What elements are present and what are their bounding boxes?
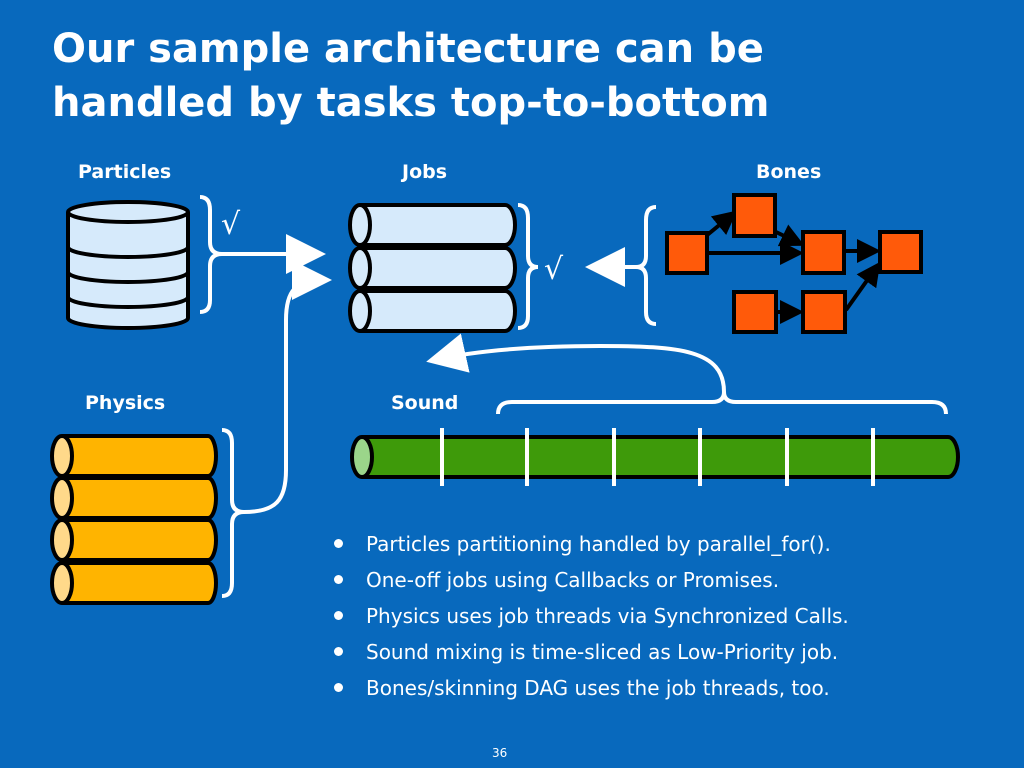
slide-title-line-1: Our sample architecture can be — [52, 26, 764, 72]
bullet-list: Particles partitioning handled by parall… — [330, 526, 1010, 706]
jobs-checkmark: √ — [544, 252, 564, 287]
sound-timeline-icon — [350, 428, 960, 486]
particles-database-icon — [66, 200, 190, 330]
page-number: 36 — [492, 746, 508, 760]
bones-label: Bones — [756, 161, 822, 183]
slide-title-line-2: handled by tasks top-to-bottom — [52, 80, 770, 126]
physics-brace — [221, 428, 245, 598]
jobs-queue-icon — [348, 203, 517, 333]
particles-checkmark: √ — [221, 207, 241, 242]
physics-queue-icon — [50, 434, 218, 605]
sound-brace — [496, 391, 948, 415]
bones-dag-icon — [665, 193, 923, 334]
bones-brace — [635, 205, 657, 326]
jobs-label: Jobs — [402, 161, 448, 183]
jobs-brace — [517, 203, 539, 330]
bullet-item: Sound mixing is time-sliced as Low-Prior… — [330, 634, 1010, 670]
bullet-item: Physics uses job threads via Synchronize… — [330, 598, 1010, 634]
particles-label: Particles — [78, 161, 172, 183]
physics-label: Physics — [85, 392, 166, 414]
sound-to-jobs-arrow — [426, 333, 726, 393]
physics-to-jobs-arrow — [243, 260, 332, 514]
bullet-item: Particles partitioning handled by parall… — [330, 526, 1010, 562]
particles-brace — [199, 195, 223, 314]
bullet-item: One-off jobs using Callbacks or Promises… — [330, 562, 1010, 598]
slide-title: Our sample architecture can be handled b… — [52, 22, 992, 130]
sound-label: Sound — [391, 392, 459, 414]
bullet-item: Bones/skinning DAG uses the job threads,… — [330, 670, 1010, 706]
